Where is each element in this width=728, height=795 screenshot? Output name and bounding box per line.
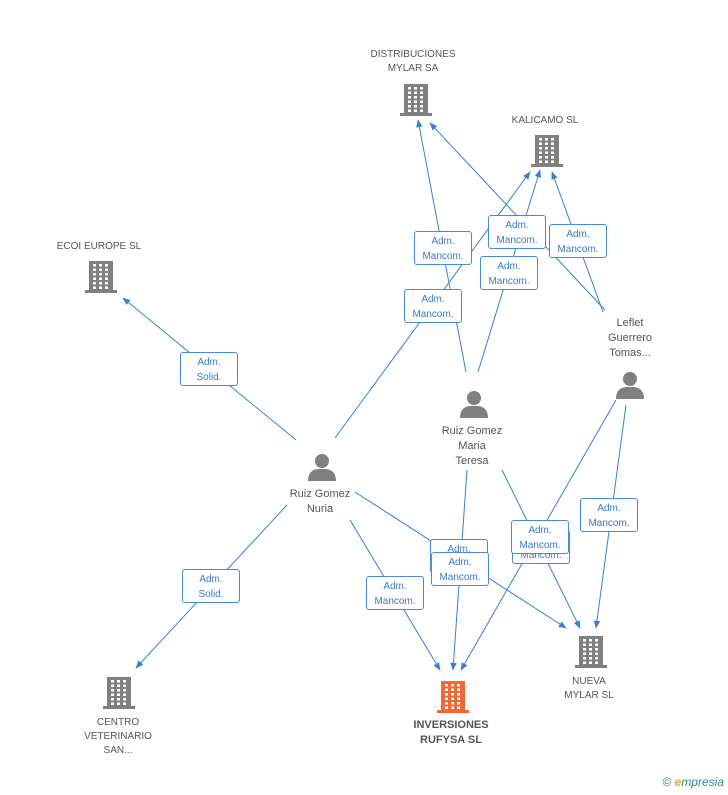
centro-building-icon[interactable] <box>103 677 135 709</box>
edge-label-ruiz_nuria-to-inversiones[interactable]: Adm. Mancom. <box>366 576 424 610</box>
footer-brand: © empresia <box>662 775 724 789</box>
node-label-ruiz_nuria[interactable]: Ruiz Gomez Nuria <box>289 488 351 515</box>
edge-label-ruiz_maria-to-inversiones[interactable]: Adm. Mancom. <box>431 552 489 586</box>
kalicamo-building-icon[interactable] <box>531 135 563 167</box>
nueva-building-icon[interactable] <box>575 636 607 668</box>
node-label-ecoi[interactable]: ECOI EUROPE SL <box>56 241 142 252</box>
edge-label-ruiz_maria-to-distribuciones[interactable]: Adm. Mancom. <box>414 231 472 265</box>
edge-label-ruiz_nuria-to-centro[interactable]: Adm. Solid. <box>182 569 240 603</box>
node-layer <box>85 84 644 713</box>
edge-label-ruiz_maria-to-kalicamo[interactable]: Adm. Mancom. <box>480 256 538 290</box>
node-label-distribuciones[interactable]: DISTRIBUCIONES MYLAR SA <box>370 49 456 74</box>
ruiz_nuria-person-icon[interactable] <box>308 454 336 481</box>
node-label-centro[interactable]: CENTRO VETERINARIO SAN... <box>84 717 152 756</box>
distribuciones-building-icon[interactable] <box>400 84 432 116</box>
node-label-ruiz_maria[interactable]: Ruiz Gomez Maria Teresa <box>441 425 503 467</box>
ecoi-building-icon[interactable] <box>85 261 117 293</box>
node-label-inversiones[interactable]: INVERSIONES RUFYSA SL <box>413 719 489 746</box>
node-label-nueva[interactable]: NUEVA MYLAR SL <box>564 676 614 701</box>
inversiones-building-icon[interactable] <box>437 681 469 713</box>
edge-label-leflet-to-nueva[interactable]: Adm. Mancom. <box>580 498 638 532</box>
leflet-person-icon[interactable] <box>616 372 644 399</box>
edge-label-leflet-to-kalicamo[interactable]: Adm. Mancom. <box>549 224 607 258</box>
copyright-symbol: © <box>662 775 672 789</box>
ruiz_maria-person-icon[interactable] <box>460 391 488 418</box>
node-label-leflet[interactable]: Leflet Guerrero Tomas... <box>607 317 653 359</box>
node-label-kalicamo[interactable]: KALICAMO SL <box>511 115 579 126</box>
edge-label-leflet-to-inversiones[interactable]: Adm. Mancom. <box>511 520 569 554</box>
brand-logo: empresia <box>674 775 724 789</box>
edge-label-leflet-to-distribuciones[interactable]: Adm. Mancom. <box>488 215 546 249</box>
edge-label-ruiz_nuria-to-kalicamo[interactable]: Adm. Mancom. <box>404 289 462 323</box>
edge-label-ruiz_nuria-to-ecoi[interactable]: Adm. Solid. <box>180 352 238 386</box>
